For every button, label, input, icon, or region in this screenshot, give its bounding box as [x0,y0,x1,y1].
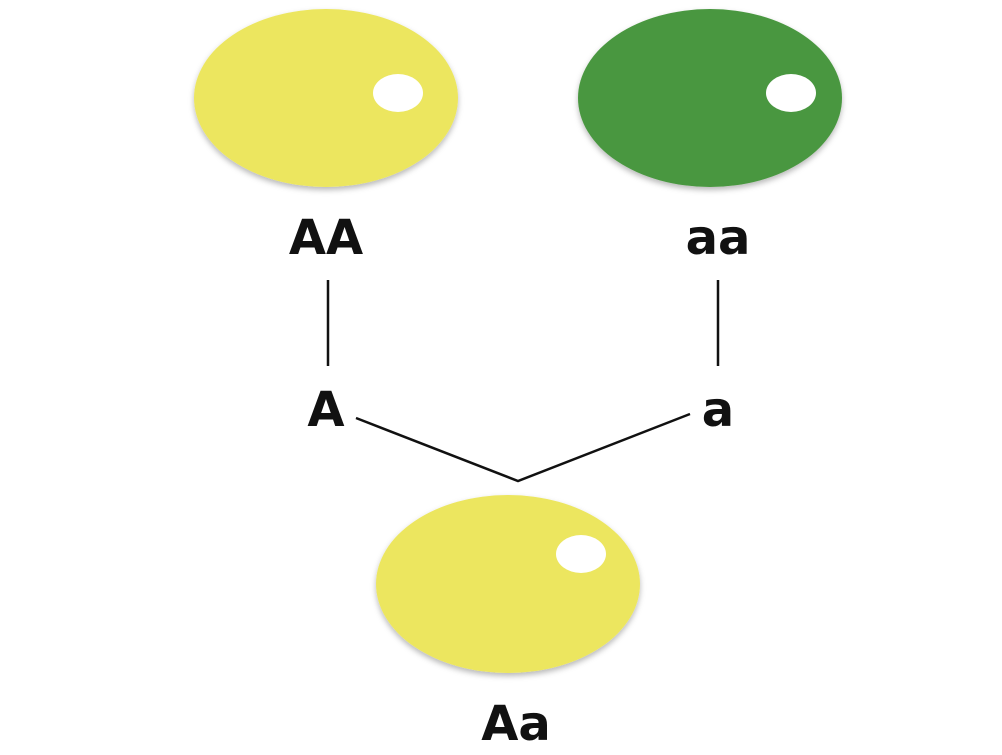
seed-highlight [766,74,816,112]
allele-merge-lines [356,414,690,481]
parent2-genotype-label: aa [686,214,751,262]
offspring-genotype-label: Aa [481,700,551,748]
seed-highlight [373,74,423,112]
seed-highlight [556,535,606,573]
parent1-genotype-label: AA [289,214,363,262]
offspring-yellow-seed [376,495,640,673]
parent2-allele-label: a [702,386,734,434]
parent-green-seed [578,9,842,187]
parent1-allele-label: A [307,386,344,434]
parent-yellow-seed [194,9,458,187]
